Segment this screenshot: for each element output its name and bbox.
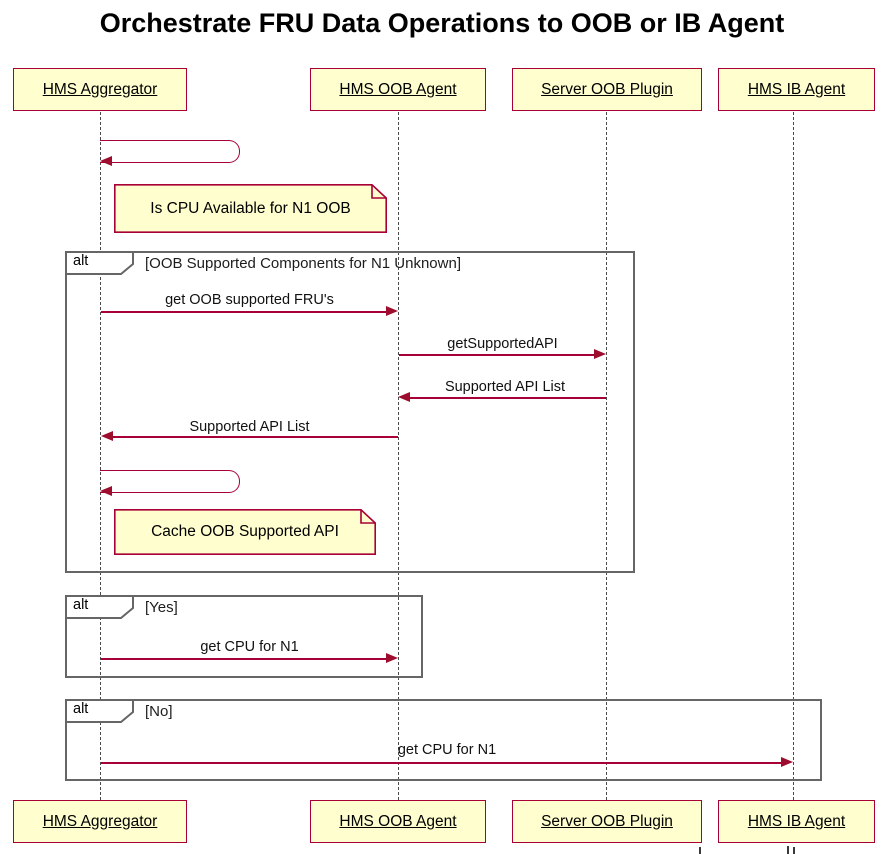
participant-top-hms-oob-agent: HMS OOB Agent xyxy=(310,68,486,111)
message-line xyxy=(399,354,594,356)
note-is-cpu-available: Is CPU Available for N1 OOB xyxy=(114,184,387,233)
lifeline-hms-aggregator xyxy=(100,112,101,800)
alt-operator-label: alt xyxy=(73,701,89,717)
participant-top-hms-aggregator: HMS Aggregator xyxy=(13,68,187,111)
arrowhead-right-icon xyxy=(386,306,398,316)
participant-bottom-hms-aggregator: HMS Aggregator xyxy=(13,800,187,843)
arrowhead-right-icon xyxy=(386,653,398,663)
participant-top-server-oob-plugin: Server OOB Plugin xyxy=(512,68,702,111)
note-text: Cache OOB Supported API xyxy=(151,523,339,540)
arrowhead-right-icon xyxy=(594,349,606,359)
arrowhead-right-icon xyxy=(781,757,793,767)
message-line xyxy=(113,436,398,438)
alt-operator-pentagon: alt xyxy=(65,595,135,619)
message-label: Supported API List xyxy=(444,379,566,395)
message-label: get OOB supported FRU's xyxy=(165,292,334,308)
message-line xyxy=(101,762,781,764)
note-text: Is CPU Available for N1 OOB xyxy=(150,199,351,217)
alt-operator-pentagon: alt xyxy=(65,699,135,723)
self-message-cache xyxy=(100,470,240,493)
alt-operator-label: alt xyxy=(73,253,89,269)
lifeline-server-oob-plugin xyxy=(606,112,607,800)
arrowhead-left-icon xyxy=(100,486,112,496)
participant-bottom-server-oob-plugin: Server OOB Plugin xyxy=(512,800,702,843)
participant-bottom-hms-ib-agent: HMS IB Agent xyxy=(718,800,875,843)
message-label: get CPU for N1 xyxy=(397,742,497,758)
alt-operator-pentagon: alt xyxy=(65,251,135,275)
message-label: getSupportedAPI xyxy=(447,336,558,352)
pentagon-shape-icon xyxy=(65,595,134,619)
note-shape xyxy=(114,184,387,233)
note-shape xyxy=(114,509,376,555)
alt-condition-label: [Yes] xyxy=(145,599,178,616)
note-cache-oob-supported-api: Cache OOB Supported API xyxy=(114,509,376,555)
alt-condition-label: [No] xyxy=(145,703,173,720)
participant-top-hms-ib-agent: HMS IB Agent xyxy=(718,68,875,111)
message-label: get CPU for N1 xyxy=(200,639,299,655)
cropped-text-artifact xyxy=(787,846,789,854)
pentagon-shape-icon xyxy=(65,251,134,275)
pentagon-shape-icon xyxy=(65,699,134,723)
arrowhead-left-icon xyxy=(100,156,112,166)
message-line xyxy=(101,658,386,660)
alt-operator-label: alt xyxy=(73,597,89,613)
alt-fragment-yes: alt [Yes] xyxy=(65,595,423,678)
alt-fragment-no: alt [No] xyxy=(65,699,822,781)
lifeline-hms-oob-agent xyxy=(398,112,399,800)
message-label: Supported API List xyxy=(189,419,310,435)
participant-bottom-hms-oob-agent: HMS OOB Agent xyxy=(310,800,486,843)
self-message-check-cpu xyxy=(100,140,240,163)
arrowhead-left-icon xyxy=(398,392,410,402)
cropped-text-artifact xyxy=(699,847,701,854)
alt-fragment-unknown: alt [OOB Supported Components for N1 Unk… xyxy=(65,251,635,573)
lifeline-hms-ib-agent xyxy=(793,112,794,800)
alt-condition-label: [OOB Supported Components for N1 Unknown… xyxy=(145,255,461,272)
message-line xyxy=(410,397,606,399)
diagram-title: Orchestrate FRU Data Operations to OOB o… xyxy=(99,8,785,38)
arrowhead-left-icon xyxy=(101,431,113,441)
message-line xyxy=(101,311,386,313)
cropped-text-artifact xyxy=(793,847,795,854)
